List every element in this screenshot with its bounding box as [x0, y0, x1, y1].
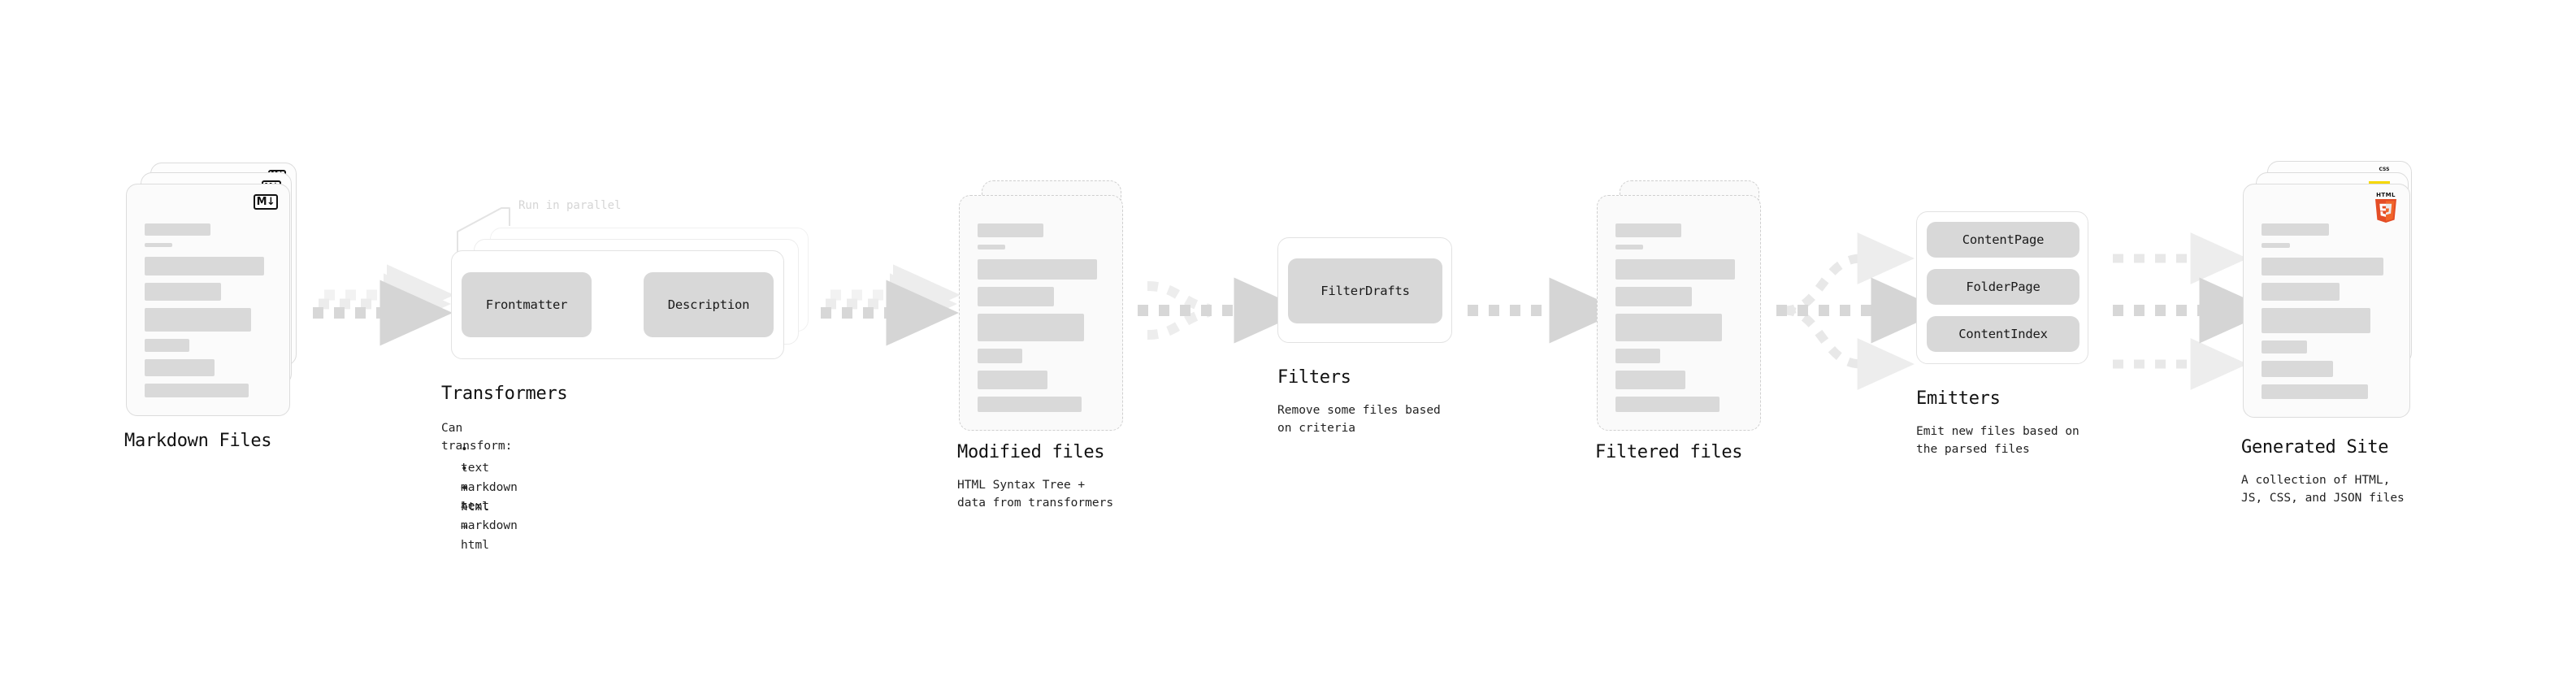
content-bar [978, 370, 1047, 389]
emitter-pill-contentindex[interactable]: ContentIndex [1927, 316, 2079, 352]
stage-title-emitters: Emitters [1916, 388, 2001, 409]
stage-modified-files: Modified files HTML Syntax Tree + data f… [957, 180, 1146, 510]
content-bar [978, 286, 1054, 307]
filtered-placeholder-content [1598, 196, 1760, 430]
emitter-pill-contentpage[interactable]: ContentPage [1927, 222, 2079, 258]
content-bar [145, 223, 211, 236]
content-bar [2262, 340, 2307, 354]
markdown-placeholder-content [127, 184, 289, 415]
transformer-pill-description-label: Description [667, 297, 750, 312]
content-bar [1615, 223, 1682, 237]
content-bar [1615, 314, 1723, 341]
generated-site-stack: HTML [2243, 161, 2438, 437]
stage-title-markdown-files: Markdown Files [124, 431, 272, 451]
stage-generated-site: HTML [2241, 161, 2438, 505]
content-bar [978, 258, 1097, 280]
content-bar [1615, 396, 1720, 412]
content-bar [2262, 384, 2369, 399]
content-bar [978, 348, 1022, 363]
connector-transformers-to-modified [821, 264, 961, 346]
stage-emitters: ContentPage FolderPage ContentIndex Emit… [1916, 211, 2088, 456]
connector-modified-to-filters [1138, 277, 1307, 344]
stage-title-generated-site: Generated Site [2241, 437, 2389, 458]
content-bar [1615, 286, 1692, 307]
content-bar [978, 396, 1082, 412]
markdown-card-front: M↓ [126, 184, 290, 416]
transformer-box-front[interactable]: Frontmatter Description [451, 250, 784, 359]
generated-card-front: HTML [2243, 184, 2410, 418]
content-bar [1615, 244, 1644, 249]
content-bar [1615, 258, 1735, 280]
content-bar [1615, 370, 1685, 389]
stage-subtitle-transformers: Can transform: [441, 422, 513, 453]
emitter-pill-contentindex-label: ContentIndex [1958, 327, 2048, 341]
stage-subtitle-filters: Remove some files based on criteria [1277, 404, 1441, 436]
content-bar [978, 223, 1044, 237]
modified-card-front [959, 195, 1123, 431]
stage-title-modified-files: Modified files [957, 442, 1105, 462]
stage-title-transformers: Transformers [441, 384, 568, 404]
stage-subtitle-emitters: Emit new files based on the parsed files [1916, 425, 2079, 457]
content-bar [145, 242, 173, 248]
stage-title-filtered-files: Filtered files [1595, 442, 1743, 462]
content-bar [2262, 223, 2330, 236]
markdown-icon: M↓ [254, 194, 278, 210]
html5-icon-label: HTML [2376, 192, 2396, 198]
generated-placeholder-content [2244, 184, 2409, 417]
content-bar [2262, 308, 2371, 333]
content-bar [2262, 257, 2384, 276]
markdown-file-stack: M↓ M↓ M↓ [126, 163, 313, 431]
emitter-pill-folderpage[interactable]: FolderPage [1927, 269, 2079, 305]
run-in-parallel-note: Run in parallel [518, 199, 622, 212]
content-bar [145, 383, 249, 398]
modified-placeholder-content [960, 196, 1122, 430]
stage-title-filters: Filters [1277, 367, 1351, 388]
transformer-pill-frontmatter-label: Frontmatter [485, 297, 568, 312]
stage-markdown-files: M↓ M↓ M↓ [124, 163, 313, 451]
content-bar [145, 339, 189, 353]
transform-list-item-1: • text → text [461, 443, 489, 514]
transform-list-item-2: • markdown → markdown [461, 462, 518, 533]
filter-pill-filterdrafts[interactable]: FilterDrafts [1288, 258, 1442, 323]
filtered-file-stack [1597, 180, 1784, 440]
content-bar [2262, 283, 2340, 301]
stage-subtitle-generated-site: A collection of HTML, JS, CSS, and JSON … [2241, 474, 2405, 505]
stage-filters: FilterDrafts Filters Remove some files b… [1277, 237, 1452, 435]
emitter-pill-contentpage-label: ContentPage [1962, 232, 2045, 247]
transform-list-item-3: • html → html [461, 482, 489, 553]
content-bar [145, 257, 264, 275]
content-bar [145, 307, 252, 332]
content-bar [2262, 243, 2291, 248]
content-bar [978, 244, 1006, 249]
connector-md-to-transformers [313, 264, 454, 346]
modified-file-stack [959, 180, 1146, 440]
filtered-card-front [1597, 195, 1761, 431]
stage-subtitle-modified-files: HTML Syntax Tree + data from transformer… [957, 479, 1114, 510]
emitter-pill-folderpage-label: FolderPage [1966, 280, 2040, 294]
content-bar [1615, 348, 1660, 363]
transformer-pill-frontmatter[interactable]: Frontmatter [462, 272, 592, 337]
content-bar [2262, 360, 2333, 378]
content-bar [145, 282, 221, 301]
transformer-pill-description[interactable]: Description [644, 272, 774, 337]
content-bar [145, 359, 215, 376]
filters-box[interactable]: FilterDrafts [1277, 237, 1452, 343]
stage-filtered-files: Filtered files [1595, 180, 1784, 462]
filter-pill-filterdrafts-label: FilterDrafts [1321, 284, 1410, 298]
connector-filtered-to-emitters [1776, 232, 1944, 390]
connector-emitters-to-site [2113, 232, 2272, 390]
content-bar [978, 314, 1085, 341]
emitters-box[interactable]: ContentPage FolderPage ContentIndex [1916, 211, 2088, 364]
